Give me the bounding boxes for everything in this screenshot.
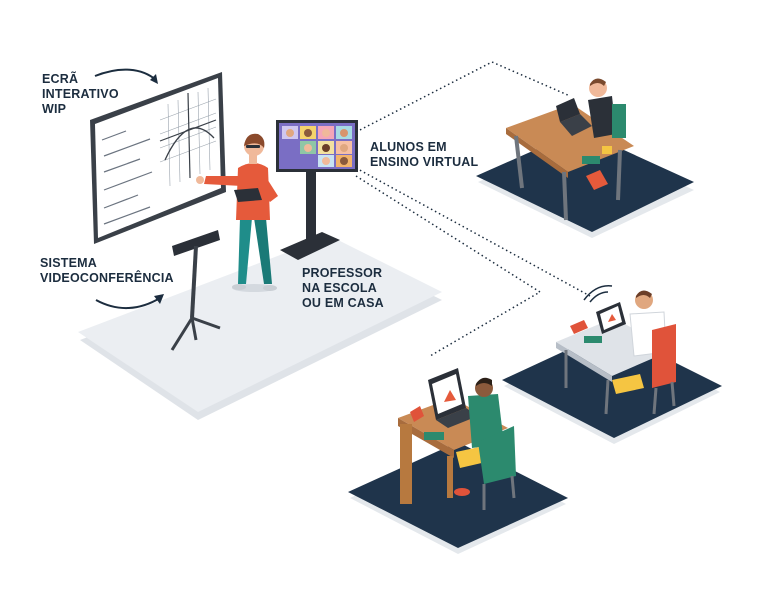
videoconference-label: SISTEMA VIDEOCONFERÊNCIA xyxy=(40,256,174,285)
whiteboard-arrow xyxy=(94,68,157,81)
student-station-1 xyxy=(476,78,694,238)
videoconference-camera xyxy=(170,230,221,351)
interactive-whiteboard xyxy=(90,72,226,244)
virtual-students-label: ALUNOS EM ENSINO VIRTUAL xyxy=(370,140,479,169)
teacher-label: PROFESSOR NA ESCOLA OU EM CASA xyxy=(302,266,384,310)
video-monitor xyxy=(276,120,358,260)
camera-arrow xyxy=(95,297,161,310)
connection-lines xyxy=(355,61,591,357)
student-station-2 xyxy=(502,285,722,444)
teacher-figure xyxy=(196,133,278,292)
student-station-3 xyxy=(348,368,568,554)
interactive-screen-label: ECRÃ INTERATIVO WIP xyxy=(42,72,119,116)
teacher-platform xyxy=(78,236,442,420)
